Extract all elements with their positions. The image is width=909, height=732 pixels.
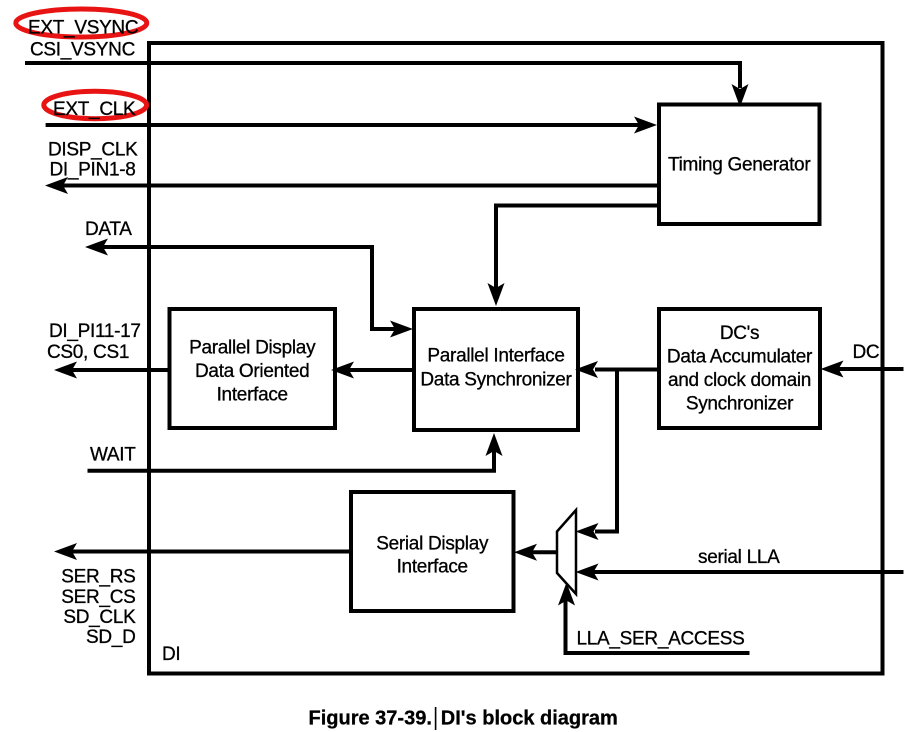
svg-text:SD_D: SD_D [86,627,135,648]
svg-text:Figure 37-39.: Figure 37-39. [309,707,432,729]
svg-text:Parallel Interface: Parallel Interface [427,346,564,367]
svg-text:Timing Generator: Timing Generator [668,155,811,176]
svg-text:DC's: DC's [720,323,759,344]
svg-text:SER_CS: SER_CS [61,587,135,608]
svg-text:Serial Display: Serial Display [376,534,489,555]
svg-text:DC: DC [853,342,880,363]
svg-text:CSI_VSYNC: CSI_VSYNC [30,40,135,61]
svg-text:CS0, CS1: CS0, CS1 [47,342,129,363]
svg-text:DI's block diagram: DI's block diagram [441,707,618,729]
svg-text:Synchronizer: Synchronizer [686,394,794,415]
svg-text:DATA: DATA [85,219,132,240]
svg-text:Data Accumulater: Data Accumulater [667,347,813,368]
svg-text:serial LLA: serial LLA [698,547,780,568]
svg-text:Interface: Interface [397,557,468,578]
svg-text:Data Synchronizer: Data Synchronizer [420,370,572,391]
svg-text:SER_RS: SER_RS [61,567,135,588]
svg-text:and clock domain: and clock domain [668,370,811,391]
svg-text:SD_CLK: SD_CLK [63,607,136,628]
svg-text:Data Oriented: Data Oriented [195,361,309,382]
svg-text:Interface: Interface [217,385,288,406]
svg-text:LLA_SER_ACCESS: LLA_SER_ACCESS [577,629,745,650]
svg-text:DISP_CLK: DISP_CLK [48,140,138,161]
svg-text:Parallel Display: Parallel Display [189,338,316,359]
svg-text:EXT_CLK: EXT_CLK [53,99,136,120]
svg-text:DI_PIN1-8: DI_PIN1-8 [50,160,136,181]
svg-text:DI_PI11-17: DI_PI11-17 [49,321,141,342]
svg-text:WAIT: WAIT [90,445,136,466]
svg-text:EXT_VSYNC: EXT_VSYNC [28,18,138,39]
svg-text:DI: DI [162,644,180,665]
